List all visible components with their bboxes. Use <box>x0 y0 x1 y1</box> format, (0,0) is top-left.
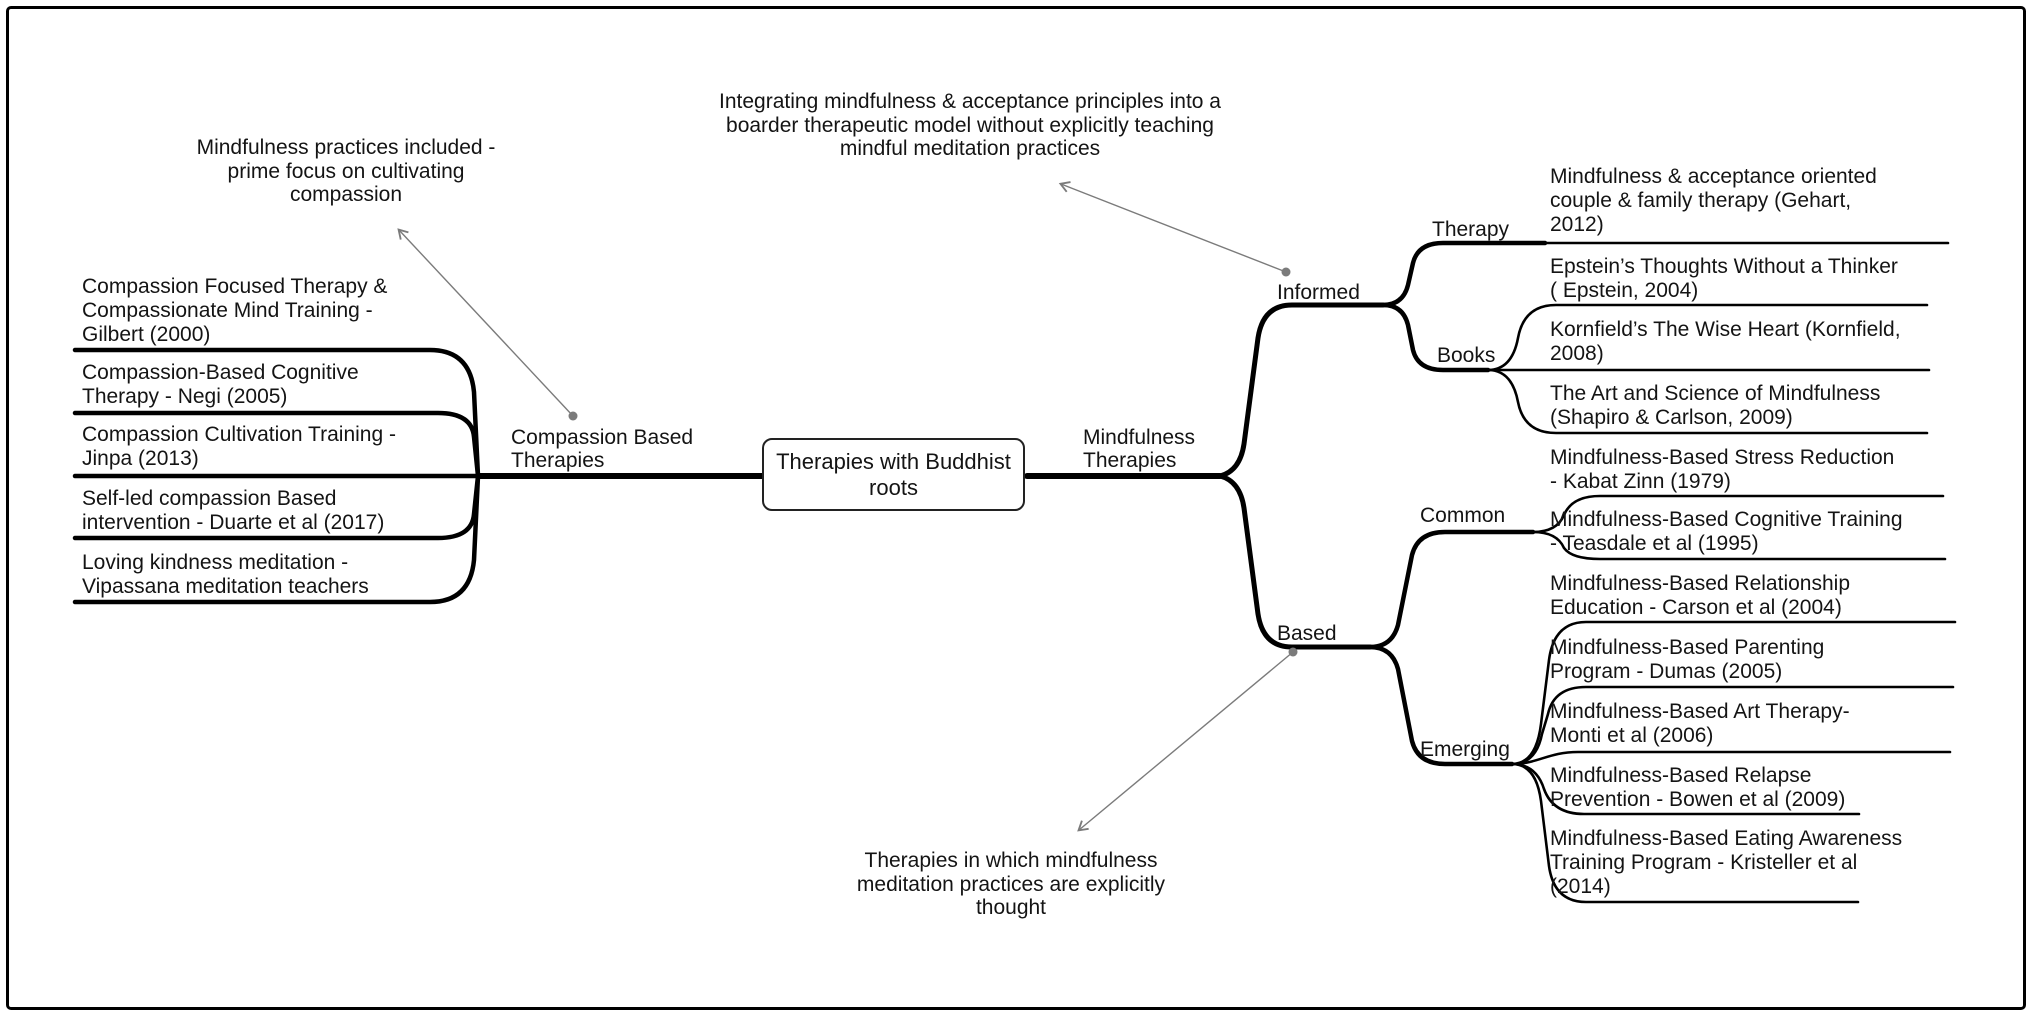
annotation-dot-based <box>1288 647 1298 657</box>
edge-leaf-dumas <box>1510 685 1955 766</box>
annotation-arrow-informed <box>1058 181 1287 273</box>
node-informed: Informed <box>1277 281 1360 304</box>
node-emerging: Emerging <box>1420 738 1510 761</box>
edge-left-leaf-negi <box>72 410 481 479</box>
leaf-monti: Mindfulness-Based Art Therapy- Monti et … <box>1550 700 1850 747</box>
annotation-arrow-based <box>1077 651 1294 832</box>
leaf-mbct: Mindfulness-Based Cognitive Training - T… <box>1550 508 1903 555</box>
annotation-informed-note: Integrating mindfulness & acceptance pri… <box>719 90 1221 160</box>
leaf-compassion-focused-therapy: Compassion Focused Therapy & Compassiona… <box>82 275 388 346</box>
root-node-label: Therapies with Buddhist roots <box>776 448 1011 500</box>
leaf-self-led-compassion: Self-led compassion Based intervention -… <box>82 487 385 534</box>
leaf-gehart: Mindfulness & acceptance oriented couple… <box>1550 165 1877 236</box>
annotation-arrow-compassion <box>397 228 574 417</box>
node-mindfulness-therapies: Mindfulness Therapies <box>1083 426 1196 472</box>
leaf-mbsr: Mindfulness-Based Stress Reduction - Kab… <box>1550 446 1895 493</box>
leaf-compassion-cultivation: Compassion Cultivation Training - Jinpa … <box>82 423 396 470</box>
leaf-dumas: Mindfulness-Based Parenting Program - Du… <box>1550 636 1825 683</box>
node-books: Books <box>1437 344 1496 367</box>
edge-based <box>1217 473 1373 650</box>
edge-left-leaf-lkm <box>72 473 481 605</box>
leaf-epstein: Epstein’s Thoughts Without a Thinker ( E… <box>1550 255 1898 302</box>
edge-informed <box>1217 302 1386 479</box>
leaf-bowen: Mindfulness-Based Relapse Prevention - B… <box>1550 764 1846 811</box>
edge-leaf-kristeller <box>1510 762 1860 904</box>
edge-common <box>1367 529 1536 650</box>
leaf-shapiro: The Art and Science of Mindfulness (Shap… <box>1550 382 1881 429</box>
annotation-dot-compassion <box>568 411 578 421</box>
node-compassion-based-therapies: Compassion Based Therapies <box>511 426 694 472</box>
edge-leaf-mbsr <box>1531 494 1945 534</box>
annotation-based-note: Therapies in which mindfulness meditatio… <box>856 849 1166 919</box>
edge-emerging <box>1367 644 1515 767</box>
edge-leaf-epstein <box>1486 303 1929 372</box>
leaf-kristeller: Mindfulness-Based Eating Awareness Train… <box>1550 827 1903 898</box>
node-based: Based <box>1277 622 1337 645</box>
leaf-kornfield: Kornfield’s The Wise Heart (Kornfield, 2… <box>1550 318 1901 365</box>
edge-books <box>1380 302 1491 373</box>
leaf-compassion-based-cognitive: Compassion-Based Cognitive Therapy - Neg… <box>82 361 359 408</box>
leaf-loving-kindness: Loving kindness meditation - Vipassana m… <box>82 551 369 598</box>
annotation-compassion-note: Mindfulness practices included - prime f… <box>196 136 496 206</box>
edge-therapy <box>1380 240 1548 308</box>
node-common: Common <box>1420 504 1506 527</box>
edge-left-leaf-gilbert <box>72 347 481 479</box>
edge-leaf-monti <box>1510 750 1952 766</box>
root-node: Therapies with Buddhist roots <box>762 438 1025 511</box>
edge-leaf-shapiro <box>1486 368 1929 435</box>
leaf-carson: Mindfulness-Based Relationship Education… <box>1550 572 1850 619</box>
figure-border <box>6 6 2026 1010</box>
edge-leaf-mbct <box>1531 530 1947 561</box>
annotation-dot-informed <box>1281 267 1291 277</box>
node-therapy: Therapy <box>1432 218 1510 241</box>
